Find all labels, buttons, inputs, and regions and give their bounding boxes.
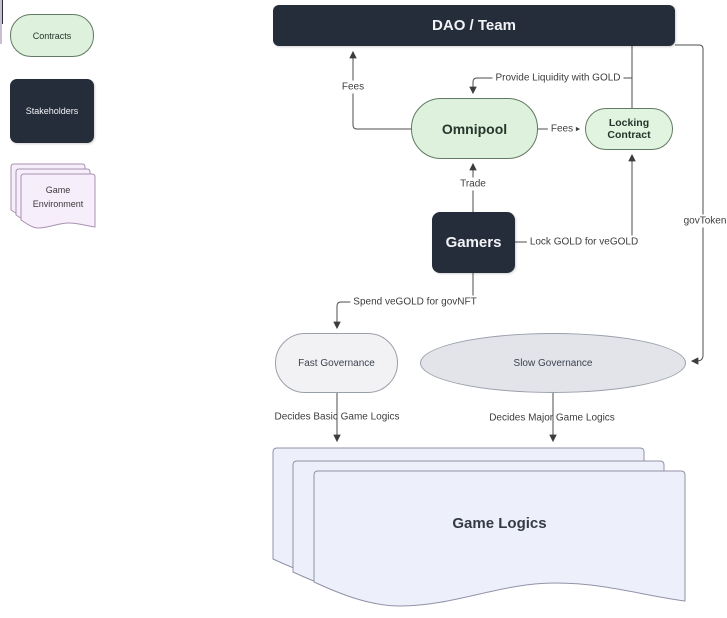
edge-label-gov-token: govToken [680, 214, 727, 228]
node-game-logics-text: Game Logics [452, 514, 547, 532]
legend-game-environment-text: Game Environment [32, 185, 84, 209]
node-gamers-label: Gamers [445, 234, 502, 251]
edge-fees-omnipool-to-dao [349, 50, 411, 130]
node-omnipool: Omnipool [411, 98, 538, 159]
node-fast-governance-label: Fast Governance [298, 357, 375, 369]
edge-label-trade: Trade [457, 177, 489, 191]
legend-contracts: Contracts [10, 14, 94, 57]
node-dao-team: DAO / Team [273, 5, 675, 46]
edge-label-provide-liquidity: Provide Liquidity with GOLD [492, 71, 624, 85]
edge-lock-gold [515, 153, 636, 243]
node-dao-team-label: DAO / Team [432, 17, 516, 34]
node-slow-governance: Slow Governance [420, 333, 686, 393]
node-locking-contract: Locking Contract [585, 108, 673, 150]
edge-label-spend-vegold: Spend veGOLD for govNFT [350, 295, 480, 309]
node-gamers: Gamers [432, 212, 515, 273]
node-omnipool-label: Omnipool [441, 120, 508, 137]
legend-stakeholders: Stakeholders [10, 79, 94, 143]
legend-stakeholders-label: Stakeholders [25, 106, 79, 116]
node-fast-governance: Fast Governance [275, 333, 398, 393]
node-game-logics-label: Game Logics [314, 508, 685, 538]
edge-gov-token [675, 44, 704, 365]
game-logics-document-front [313, 470, 686, 607]
legend-contracts-label: Contracts [32, 30, 72, 41]
legend-game-environment-label: Game Environment [24, 180, 92, 214]
clipped-shape-fragment [0, 0, 2, 44]
edge-label-fees-left: Fees [338, 80, 368, 94]
edge-label-decides-basic: Decides Basic Game Logics [274, 411, 400, 423]
edge-label-fees-right: Fees [547, 122, 577, 136]
edge-provide-liquidity [469, 77, 632, 95]
node-locking-contract-label: Locking Contract [607, 117, 651, 141]
edge-label-decides-major: Decides Major Game Logics [489, 412, 615, 424]
edge-label-lock-gold: Lock GOLD for veGOLD [526, 235, 642, 249]
node-slow-governance-label: Slow Governance [513, 357, 593, 369]
legend-game-environment-document-front [20, 173, 96, 229]
